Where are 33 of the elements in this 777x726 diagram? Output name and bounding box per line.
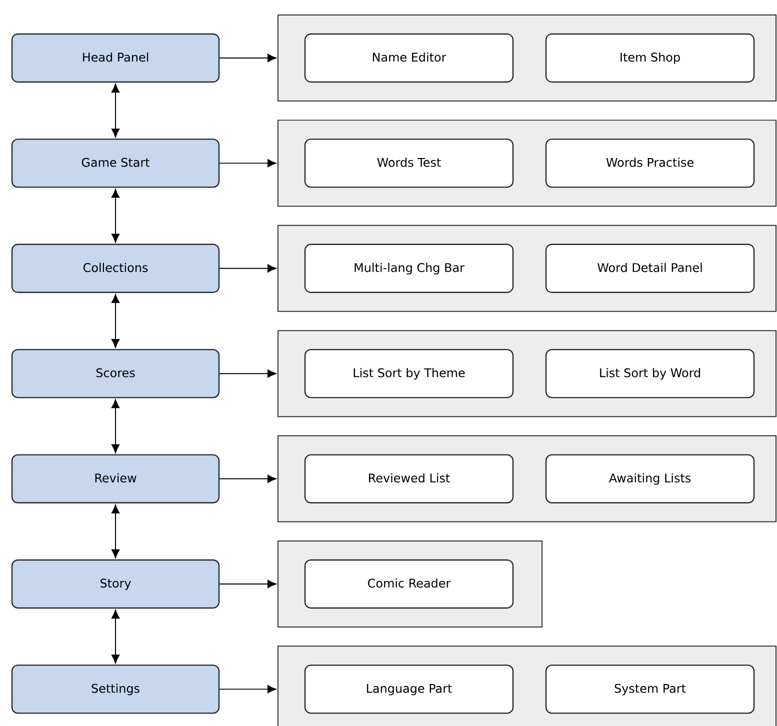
section-box: Collections (11, 244, 220, 293)
component-box: Multi-lang Chg Bar (304, 244, 514, 293)
component-box: Language Part (304, 664, 514, 714)
section-box: Story (11, 559, 220, 609)
arrow (111, 504, 120, 558)
component-box: Words Practise (545, 138, 755, 188)
component-box: Words Test (304, 138, 514, 188)
arrow (219, 54, 276, 62)
arrow (219, 474, 276, 483)
component-box: Comic Reader (304, 559, 514, 609)
component-box: Item Shop (545, 33, 755, 83)
section-box: Review (11, 454, 220, 504)
component-box: System Part (545, 664, 755, 714)
component-box: List Sort by Word (545, 348, 755, 398)
component-box: Awaiting Lists (545, 454, 755, 504)
section-box: Scores (11, 348, 220, 398)
arrow (111, 610, 120, 664)
section-box: Head Panel (11, 33, 220, 83)
arrow (219, 264, 276, 272)
arrow (111, 294, 120, 348)
arrow (219, 159, 276, 168)
component-box: Word Detail Panel (545, 244, 755, 293)
arrow (111, 84, 120, 138)
arrow (111, 399, 120, 453)
section-box: Game Start (11, 138, 220, 188)
arrow (111, 189, 120, 243)
section-box: Settings (11, 664, 220, 714)
arrow (219, 685, 276, 694)
component-box: List Sort by Theme (304, 348, 514, 398)
component-box: Reviewed List (304, 454, 514, 504)
arrow (219, 580, 276, 588)
arrow (219, 370, 276, 378)
component-box: Name Editor (304, 33, 514, 83)
